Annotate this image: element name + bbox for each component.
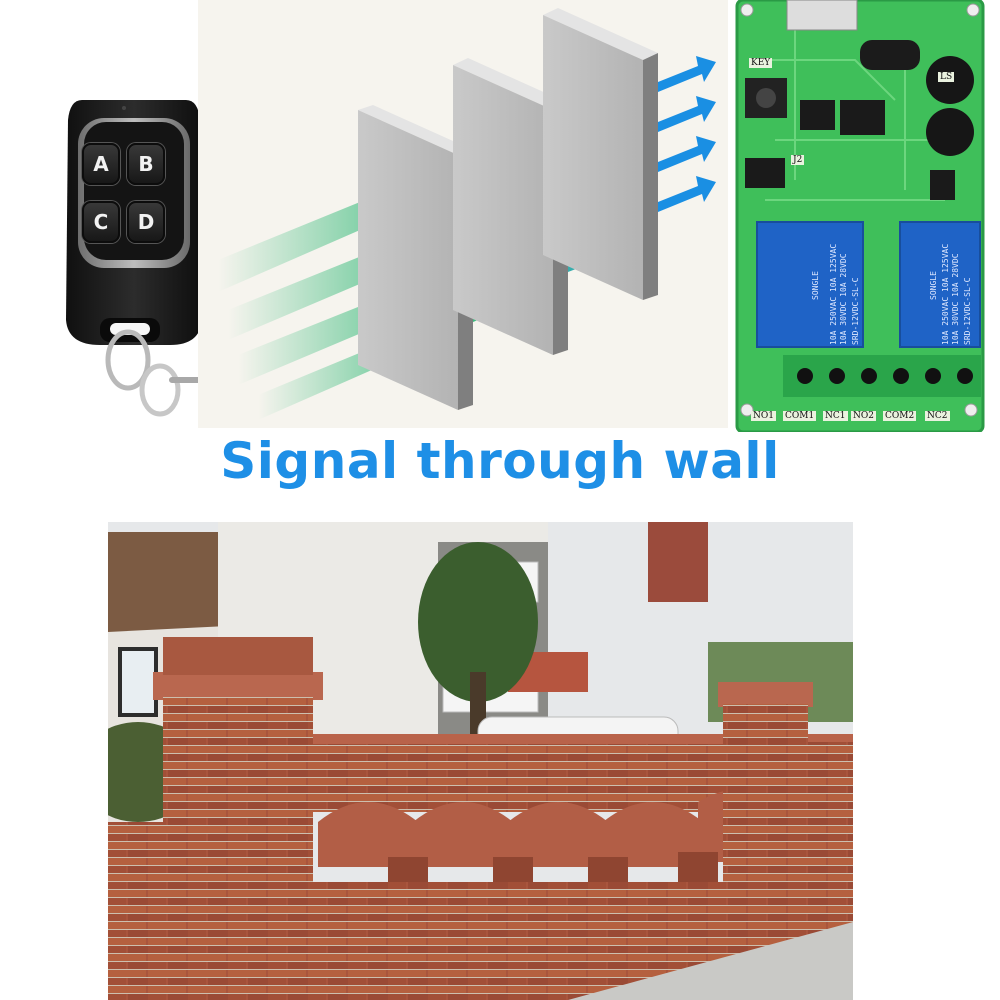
relay-1	[756, 221, 864, 348]
terminal-no1: NO1	[751, 411, 776, 421]
blue-signal-arrows	[658, 56, 716, 212]
relay-2-brand: SONGLE	[929, 271, 938, 300]
relay-1-rating-2: 10A 30VDC 10A 28VDC	[839, 253, 848, 345]
button-d[interactable]: D	[127, 201, 165, 243]
remote-control: A B C D	[60, 90, 210, 350]
relay-2-model: SRD-12VDC-SL-C	[963, 277, 972, 345]
relay-1-rating-1: 10A 250VAC 10A 125VAC	[829, 243, 838, 345]
button-b[interactable]: B	[127, 143, 165, 185]
relay-2-rating-2: 10A 30VDC 10A 28VDC	[951, 253, 960, 345]
signal-wall-illustration	[198, 0, 728, 428]
button-a[interactable]: A	[82, 143, 120, 185]
capacitor-label: LS	[938, 72, 955, 82]
relay-1-brand: SONGLE	[811, 271, 820, 300]
receiver-board: KEY J2 LS SONGLE 10A 250VAC 10A 125VAC 1…	[735, 0, 985, 432]
relay-2-rating-1: 10A 250VAC 10A 125VAC	[941, 243, 950, 345]
terminal-nc2: NC2	[925, 411, 950, 421]
terminal-com2: COM2	[883, 411, 917, 421]
headline: Signal through wall	[220, 432, 780, 490]
brick-wall-photo	[108, 522, 853, 1000]
button-c[interactable]: C	[82, 201, 120, 243]
terminal-com1: COM1	[783, 411, 817, 421]
jumper-label: J2	[791, 155, 805, 165]
terminal-nc1: NC1	[823, 411, 848, 421]
key-label: KEY	[749, 58, 773, 68]
relay-1-model: SRD-12VDC-SL-C	[851, 277, 860, 345]
relay-2	[899, 221, 981, 348]
terminal-no2: NO2	[851, 411, 876, 421]
